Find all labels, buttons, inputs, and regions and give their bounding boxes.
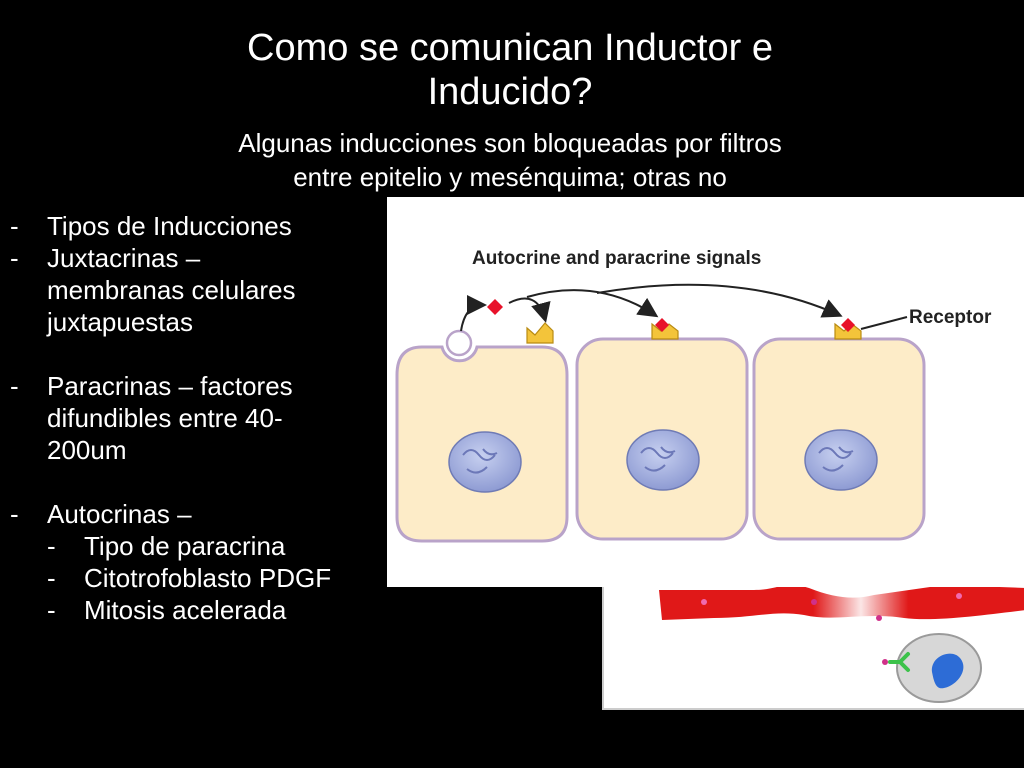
autocrine-arrow [508, 297, 551, 323]
signal-molecule [655, 318, 669, 332]
nucleus-3 [804, 429, 878, 491]
bullet-text: membranas celulares [47, 275, 296, 305]
nucleus-1 [448, 431, 522, 493]
bullet-text: difundibles entre 40- [47, 403, 283, 433]
chromatin-1 [462, 448, 498, 474]
bullet-dash: - [10, 243, 19, 273]
bullet-text: juxtapuestas [47, 307, 193, 337]
bullet-list: - Tipos de Inducciones - Juxtacrinas – m… [10, 210, 400, 626]
chromatin-2 [640, 446, 676, 472]
chromatin-3 [818, 446, 854, 472]
vessel-dot [701, 599, 707, 605]
sub-bullet-dash: - [47, 531, 56, 561]
immune-cell-nucleus [931, 653, 964, 689]
vessel-illustration [659, 584, 1024, 703]
secretory-vesicle [445, 329, 473, 357]
signal-molecule [841, 318, 855, 332]
vessel-dot [876, 615, 882, 621]
sub-bullet-text: Tipo de paracrina [84, 531, 286, 561]
bullet-text: 200um [47, 435, 127, 465]
sub-bullet-item: - Citotrofoblasto PDGF [10, 562, 400, 594]
bullet-item: - Juxtacrinas – membranas celulares juxt… [10, 242, 400, 338]
vessel-dot [811, 599, 817, 605]
bullet-item: - Tipos de Inducciones [10, 210, 400, 242]
bullet-dash: - [10, 499, 19, 529]
receptor-pointer [860, 316, 908, 330]
signal-molecule [487, 299, 503, 315]
autocrine-arrow [460, 295, 487, 332]
sub-bullet-item: - Mitosis acelerada [10, 594, 400, 626]
bullet-item: - Autocrinas – [10, 498, 400, 530]
paracrine-arrow [596, 283, 843, 318]
autocrine-paracrine-diagram: Autocrine and paracrine signals Receptor [395, 248, 992, 543]
receptor-y-icon [888, 652, 910, 672]
sub-bullet-dash: - [47, 595, 56, 625]
bullet-text: Juxtacrinas – [47, 243, 201, 273]
subtitle-line-1: Algunas inducciones son bloqueadas por f… [238, 128, 782, 158]
sub-bullet-text: Mitosis acelerada [84, 595, 287, 625]
slide-subtitle: Algunas inducciones son bloqueadas por f… [130, 126, 890, 194]
vessel-dot [956, 593, 962, 599]
paracrine-arrow [526, 289, 659, 318]
bullet-text: Autocrinas – [47, 499, 192, 529]
blood-vessel [659, 584, 1024, 620]
bullet-dash: - [10, 371, 19, 401]
bullet-item: - Paracrinas – factores difundibles entr… [10, 370, 400, 466]
sub-bullet-item: - Tipo de paracrina [10, 530, 400, 562]
bullet-text: Paracrinas – factores [47, 371, 293, 401]
bullet-text: Tipos de Inducciones [47, 211, 292, 241]
receptor-2 [651, 322, 679, 340]
receptor-label: Receptor [909, 307, 992, 328]
receptor-1 [526, 322, 554, 344]
bullet-dash: - [10, 211, 19, 241]
slide-title: Como se comunican Inductor e Inducido? [150, 26, 870, 114]
title-line-1: Como se comunican Inductor e [247, 27, 773, 69]
sub-bullet-text: Citotrofoblasto PDGF [84, 563, 332, 593]
nucleus-2 [626, 429, 700, 491]
figure-title: Autocrine and paracrine signals [472, 248, 761, 269]
subtitle-line-2: entre epitelio y mesénquima; otras no [293, 162, 727, 192]
ligand-dot [882, 659, 888, 665]
title-line-2: Inducido? [427, 71, 593, 113]
signals-figure: Autocrine and paracrine signals Receptor [387, 197, 1024, 587]
sub-bullet-dash: - [47, 563, 56, 593]
